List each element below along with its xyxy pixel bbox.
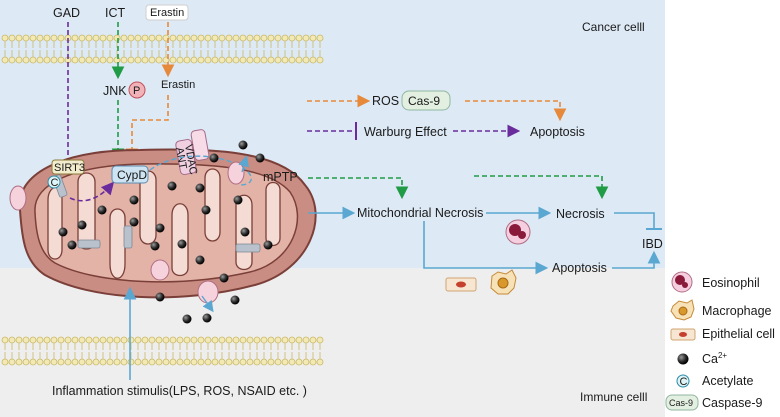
- sirt3-box: [51, 159, 85, 175]
- calcium-ion: [263, 240, 273, 250]
- legend-region: [665, 0, 780, 417]
- calcium-ion: [195, 255, 205, 265]
- phospho-badge: [128, 81, 146, 99]
- legend-acetylate-symbol: C: [680, 376, 688, 388]
- jnk-label: JNK: [103, 84, 127, 98]
- legend-acetylate-icon: [676, 374, 690, 388]
- legend-cas9-icon: [665, 394, 699, 411]
- inflammation-stimulus-label: Inflammation stimulis(LPS, ROS, NSAID et…: [52, 384, 307, 398]
- necrosis-inhibit-ibd: [614, 212, 655, 228]
- apoptosis-bottom-arrow: [423, 221, 549, 275]
- calcium-ion: [155, 223, 165, 233]
- calcium-ion: [233, 195, 243, 205]
- calcium-ion: [202, 313, 212, 323]
- green-to-necrosis: [474, 175, 609, 200]
- ros-label: ROS: [372, 94, 399, 108]
- cas9-label: Cas-9: [408, 94, 440, 108]
- mptp-label: mPTP: [263, 170, 298, 184]
- acetyl-badge: [47, 175, 61, 189]
- sirt3-to-cypd: [69, 181, 115, 202]
- legend-macrophage-label: Macrophage: [702, 304, 772, 318]
- calcium-ion: [195, 183, 205, 193]
- macrophage-cell-main: [490, 269, 517, 295]
- legend: Eosinophil Macrophage Epithelial cell Ca…: [665, 271, 775, 411]
- sirt3-label: SIRT3: [54, 162, 85, 174]
- ict-label: ICT: [105, 6, 126, 20]
- legend-acetylate-label: Acetylate: [702, 374, 753, 388]
- phospho-label: P: [133, 85, 140, 97]
- ibd-label: IBD: [642, 237, 663, 251]
- calcium-ion: [58, 227, 68, 237]
- calcium-ion: [155, 292, 165, 302]
- calcium-ion: [129, 217, 139, 227]
- bottom-membrane: [1, 336, 324, 366]
- calcium-ion: [238, 140, 248, 150]
- cas9-to-apoptosis: [465, 100, 567, 122]
- eosinophil-cell-main: [505, 219, 531, 245]
- calcium-ion: [177, 239, 187, 249]
- vdac-ant-complex: VDAC ANT: [173, 129, 210, 176]
- erastin-mid-label: Erastin: [161, 79, 195, 91]
- pore-arrow-up: [238, 155, 250, 173]
- acetyl-symbol: C: [51, 177, 59, 189]
- cancer-cell-label: Cancer celll: [582, 20, 645, 34]
- legend-calcium-label: Ca2+: [702, 351, 727, 366]
- calcium-ion: [219, 273, 229, 283]
- calcium-ion: [230, 295, 240, 305]
- legend-eosinophil-icon: [671, 271, 693, 293]
- legend-epithelial-icon: [670, 328, 696, 341]
- legend-calcium-icon: [677, 353, 689, 365]
- calcium-ion: [167, 181, 177, 191]
- pore-arrow-down: [201, 295, 214, 313]
- legend-eosinophil-label: Eosinophil: [702, 276, 760, 290]
- gad-label: GAD: [53, 6, 80, 20]
- immune-cell-label: Immune celll: [580, 390, 647, 404]
- epithelial-cell-main: [445, 277, 477, 292]
- mitochondrion-inner: [34, 163, 299, 283]
- calcium-ion: [97, 205, 107, 215]
- cristae: [47, 168, 281, 279]
- top-membrane: [1, 34, 324, 64]
- legend-caspase-label: Caspase-9: [702, 396, 762, 410]
- matrix-proteins: [52, 174, 261, 253]
- apoptosis-to-ibd: [612, 250, 661, 269]
- cypd-box: [111, 165, 149, 184]
- vdac-label: VDAC: [182, 143, 199, 175]
- vdac-curve: [149, 155, 252, 186]
- calcium-ion: [67, 240, 77, 250]
- mitochondrial-necrosis-label: Mitochondrial Necrosis: [357, 206, 483, 220]
- legend-macrophage-icon: [670, 299, 695, 321]
- cas9-box: [401, 90, 451, 111]
- ant-label: ANT: [173, 146, 189, 170]
- erastin-top-label: Erastin: [150, 7, 184, 19]
- calcium-ions: [58, 140, 273, 324]
- calcium-ion: [77, 220, 87, 230]
- calcium-ion: [240, 227, 250, 237]
- necrosis-label: Necrosis: [556, 207, 605, 221]
- calcium-ion: [182, 314, 192, 324]
- calcium-ion: [255, 153, 265, 163]
- erastin-top-box: [145, 4, 189, 21]
- apoptosis-bottom-label: Apoptosis: [552, 261, 607, 275]
- cell-membranes: [1, 34, 324, 366]
- legend-epithelial-label: Epithelial cell: [702, 327, 775, 341]
- mptp-to-necrosis: [308, 177, 409, 200]
- calcium-ion: [129, 195, 139, 205]
- cypd-label: CypD: [117, 168, 147, 182]
- apoptosis-top-label: Apoptosis: [530, 125, 585, 139]
- calcium-ion: [150, 241, 160, 251]
- calcium-ion: [201, 205, 211, 215]
- legend-cas9-symbol: Cas-9: [669, 398, 693, 408]
- warburg-label: Warburg Effect: [364, 125, 447, 139]
- calcium-ion: [209, 153, 219, 163]
- erastin-to-cypd: [125, 95, 169, 162]
